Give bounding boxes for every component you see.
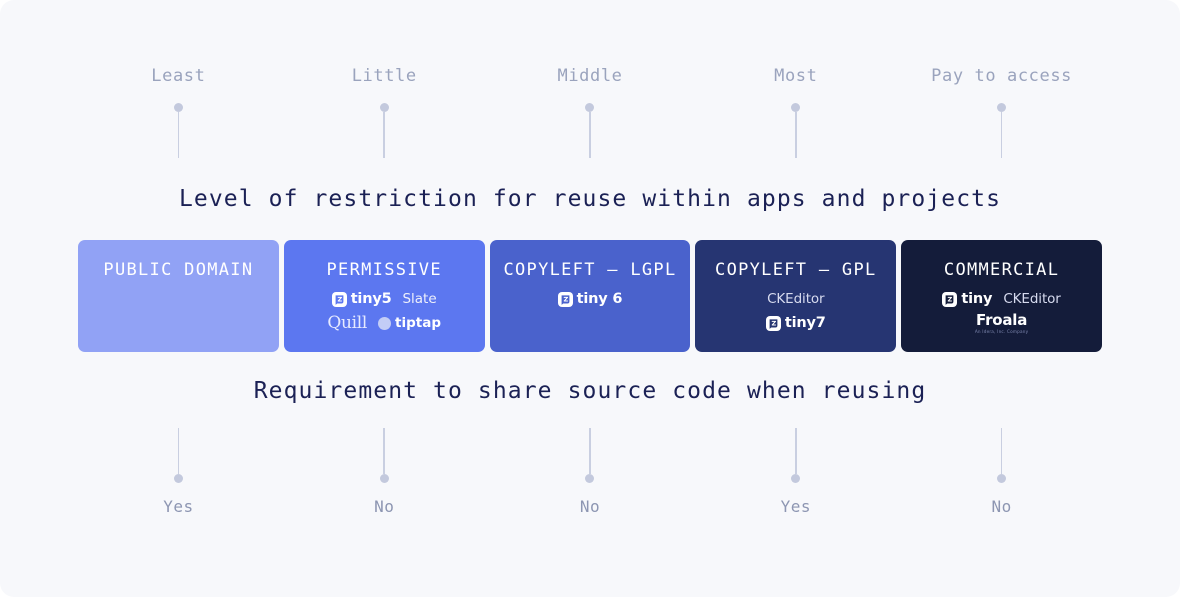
license-block-title: COPYLEFT — GPL [715, 260, 877, 280]
logo-row: tiny 6 [557, 289, 623, 310]
pin-stem-icon [1000, 428, 1003, 474]
brand-quill: Quill [327, 313, 368, 333]
bottom-scale-marker: No [490, 428, 691, 528]
brand-tiny5: tiny5 [331, 291, 392, 307]
brand-tiny: tiny [942, 291, 993, 307]
restriction-heading: Level of restriction for reuse within ap… [178, 186, 1002, 212]
license-block[interactable]: PERMISSIVE tiny5 Slate [283, 240, 485, 352]
pin-dot-icon [791, 474, 801, 483]
pin-stem-icon [383, 428, 385, 474]
froala-tagline: An Idera, Inc. Company [974, 329, 1029, 334]
pin-stem-icon [177, 428, 180, 474]
top-scale-marker: Most [695, 66, 896, 172]
pin-stem-icon [1000, 112, 1003, 158]
license-blocks: PUBLIC DOMAIN PERMISSIVE tiny5 [78, 240, 1102, 352]
license-block-title: COMMERCIAL [943, 260, 1060, 280]
logo-row: Quill tiptap [327, 313, 441, 334]
brand-ckeditor: CKEditor [1003, 291, 1061, 307]
license-block-title: PUBLIC DOMAIN [103, 260, 254, 280]
tiny-logo-icon [331, 292, 347, 307]
pin-dot-icon [997, 474, 1007, 483]
pin-dot-icon [173, 474, 183, 483]
pin-dot-icon [997, 103, 1007, 112]
top-scale-marker: Little [284, 66, 485, 172]
bottom-scale-label: Yes [163, 497, 194, 516]
top-scale-marker: Middle [490, 66, 691, 172]
pin-stem-icon [794, 112, 797, 158]
license-block-title: PERMISSIVE [326, 260, 442, 280]
bottom-scale-marker: Yes [78, 428, 279, 528]
bottom-scale-label: No [579, 497, 601, 516]
brand-froala: Froala An Idera, Inc. Company [975, 312, 1028, 335]
top-scale: Least Little Middle Most Pay to access [78, 66, 1102, 172]
tiny-logo-icon [942, 292, 958, 307]
top-scale-label: Pay to access [931, 66, 1073, 86]
license-block[interactable]: PUBLIC DOMAIN [78, 240, 279, 352]
tiny-logo-icon [765, 316, 781, 331]
pin-dot-icon [585, 103, 595, 112]
pin-stem-icon [794, 428, 797, 474]
brand-tiny6: tiny 6 [557, 291, 623, 307]
pin-dot-icon [173, 103, 183, 112]
source-sharing-heading: Requirement to share source code when re… [253, 378, 927, 404]
brand-slate: Slate [402, 291, 437, 307]
brand-tiny7: tiny7 [765, 315, 826, 331]
top-scale-label: Most [774, 66, 818, 86]
pin-dot-icon [379, 474, 389, 483]
license-block[interactable]: COMMERCIAL tiny CKEditor [901, 240, 1102, 352]
brand-label: tiny7 [784, 315, 826, 331]
pin-stem-icon [383, 112, 385, 158]
bottom-scale-marker: Yes [695, 428, 896, 528]
bottom-scale-label: No [374, 497, 395, 516]
pin-stem-icon [589, 112, 591, 158]
license-block-logos: CKEditor tiny7 [765, 289, 826, 334]
bottom-scale: Yes No No Yes No [78, 428, 1102, 528]
tiny-logo-icon [557, 292, 573, 307]
bottom-scale-label: Yes [780, 497, 811, 516]
top-scale-marker: Least [78, 66, 279, 172]
brand-label: Froala [975, 311, 1028, 329]
license-block-title: COPYLEFT — LGPL [503, 260, 677, 280]
pin-dot-icon [379, 103, 389, 112]
logo-row: CKEditor [767, 289, 825, 310]
brand-label: tiny [961, 291, 993, 307]
pin-dot-icon [585, 474, 595, 483]
logo-row: tiny7 [765, 313, 826, 334]
logo-row: Froala An Idera, Inc. Company [975, 312, 1028, 335]
license-block-logos: tiny 6 [557, 289, 623, 310]
license-block[interactable]: COPYLEFT — LGPL tiny 6 [489, 240, 691, 352]
brand-tiptap: tiptap [378, 316, 441, 331]
pin-stem-icon [177, 112, 180, 158]
tiptap-logo-icon [378, 317, 392, 330]
logo-row: tiny CKEditor [942, 289, 1061, 310]
pin-dot-icon [791, 103, 801, 112]
brand-ckeditor: CKEditor [767, 291, 825, 307]
bottom-scale-marker: No [901, 428, 1102, 528]
bottom-scale-marker: No [284, 428, 485, 528]
license-block-logos: tiny CKEditor Froala An Idera, Inc. Comp… [942, 289, 1061, 335]
top-scale-label: Little [351, 66, 417, 86]
top-scale-label: Least [151, 66, 206, 86]
top-scale-marker: Pay to access [901, 66, 1102, 172]
top-scale-label: Middle [557, 66, 623, 86]
brand-label: tiny 6 [576, 291, 623, 307]
bottom-scale-label: No [991, 497, 1012, 516]
pin-stem-icon [589, 428, 591, 474]
license-block[interactable]: COPYLEFT — GPL CKEditor tiny7 [695, 240, 897, 352]
brand-label: tiptap [395, 315, 442, 331]
logo-row: tiny5 Slate [331, 289, 437, 310]
brand-label: tiny5 [350, 291, 392, 307]
license-block-logos: tiny5 Slate Quill tiptap [327, 289, 441, 334]
